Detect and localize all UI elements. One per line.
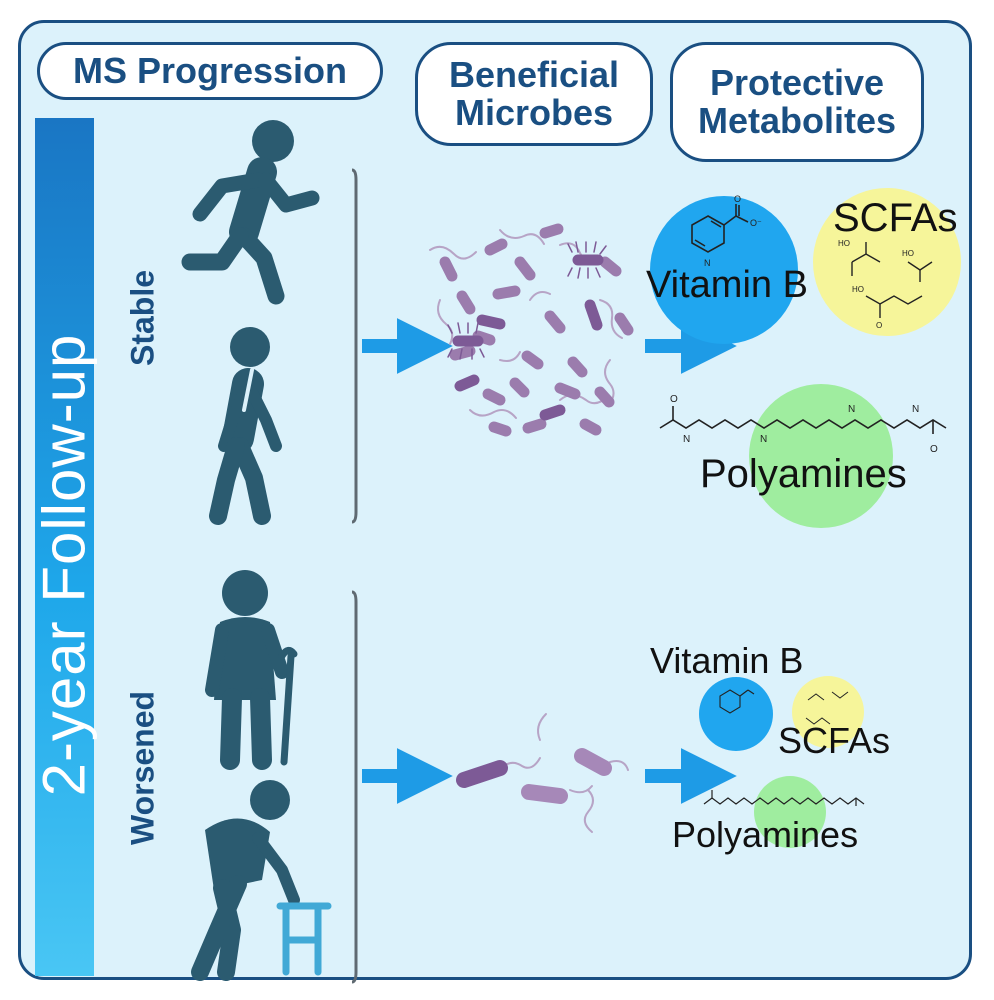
microbes-cluster-stable [429, 223, 634, 437]
scfa-structures-small-icon [805, 691, 849, 725]
scfa-structures-icon: HO HO HO O [838, 239, 933, 330]
header-beneficial-microbes: Beneficial Microbes [415, 42, 653, 146]
polyamines-circle-worsened [754, 776, 826, 848]
niacin-structure-icon: N O O⁻ [691, 194, 762, 268]
elderly-person-cane-icon [205, 570, 298, 770]
microbes-cluster-worsened [456, 713, 629, 833]
header-ms-progression: MS Progression [37, 42, 383, 100]
svg-text:O: O [670, 394, 678, 405]
polyamine-structure-icon: O N N N N O [659, 394, 947, 455]
svg-text:O: O [734, 194, 741, 204]
label-vitamin-b-stable: Vitamin B [646, 264, 808, 306]
bracket-stable [351, 168, 358, 524]
bracket-worsened [351, 590, 358, 984]
svg-text:O: O [876, 321, 882, 330]
walking-person-icon [209, 327, 282, 525]
polyamine-structure-small-icon [703, 790, 865, 806]
svg-text:N: N [704, 258, 711, 268]
follow-up-sidebar [35, 118, 94, 976]
svg-text:N: N [848, 404, 855, 415]
header-metabolites-line2: Metabolites [697, 100, 897, 141]
svg-text:O⁻: O⁻ [750, 218, 762, 228]
elderly-person-walker-icon [191, 780, 332, 981]
label-scfas-worsened: SCFAs [778, 720, 891, 761]
running-person-icon [181, 120, 320, 305]
svg-text:N: N [760, 434, 767, 445]
niacin-structure-small-icon [719, 689, 755, 714]
svg-text:HO: HO [838, 239, 850, 248]
vitamin-b-circle-stable [650, 196, 798, 344]
header-protective-metabolites: Protective Metabolites [670, 42, 924, 162]
label-polyamines-worsened: Polyamines [672, 814, 859, 855]
svg-text:HO: HO [852, 285, 864, 294]
svg-text:N: N [683, 434, 690, 445]
header-microbes-line2: Microbes [454, 92, 614, 133]
scfas-circle-stable [813, 188, 961, 336]
label-polyamines-stable: Polyamines [700, 452, 907, 496]
label-scfas-stable: SCFAs [833, 196, 958, 240]
svg-text:O: O [930, 444, 938, 455]
vitamin-b-circle-worsened [699, 677, 773, 751]
svg-text:N: N [912, 404, 919, 415]
header-microbes-line1: Beneficial [448, 54, 620, 95]
svg-text:HO: HO [902, 249, 914, 258]
polyamines-circle-stable [749, 384, 893, 528]
header-metabolites-line1: Protective [709, 62, 885, 103]
header-ms-progression-label: MS Progression [72, 50, 348, 91]
label-vitamin-b-worsened: Vitamin B [650, 640, 804, 681]
